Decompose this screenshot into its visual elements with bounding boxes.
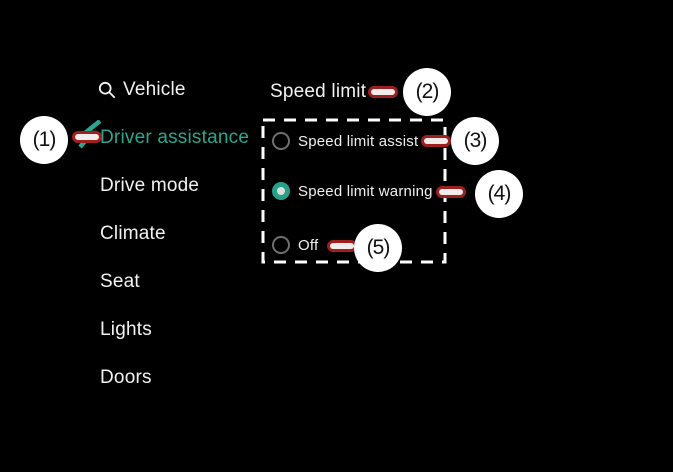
option-label: Off — [298, 236, 319, 254]
option-label: Speed limit assist — [298, 132, 419, 150]
sidebar-item-vehicle[interactable]: Vehicle — [98, 78, 186, 102]
sidebar-item-driver-assistance[interactable]: Driver assistance — [100, 127, 250, 148]
annotation-callout-2: (2) — [403, 68, 451, 116]
radio-speed-limit-warning[interactable] — [272, 182, 290, 200]
sidebar-item-climate[interactable]: Climate — [100, 223, 166, 244]
radio-speed-limit-assist[interactable] — [272, 132, 290, 150]
radio-off[interactable] — [272, 236, 290, 254]
annotation-marker-5 — [327, 240, 357, 252]
option-off[interactable]: Off — [272, 236, 318, 254]
annotation-marker-1 — [72, 131, 102, 143]
option-label: Speed limit warning — [298, 182, 433, 200]
sidebar-item-seat[interactable]: Seat — [100, 271, 140, 292]
sidebar-item-drive-mode[interactable]: Drive mode — [100, 175, 200, 196]
annotation-callout-4: (4) — [475, 170, 523, 218]
annotation-callout-1: (1) — [20, 116, 68, 164]
annotation-callout-3: (3) — [451, 117, 499, 165]
option-speed-limit-warning[interactable]: Speed limit warning — [272, 182, 433, 200]
page-title: Speed limit — [270, 81, 367, 102]
option-speed-limit-assist[interactable]: Speed limit assist — [272, 132, 418, 150]
annotation-marker-2 — [368, 86, 398, 98]
sidebar-item-doors[interactable]: Doors — [100, 367, 152, 388]
search-icon — [98, 81, 116, 99]
sidebar-item-label: Vehicle — [123, 79, 186, 100]
annotation-marker-3 — [421, 135, 451, 147]
speed-limit-option-group: Speed limit assist Speed limit warning O… — [263, 120, 445, 262]
annotation-marker-4 — [436, 186, 466, 198]
sidebar-item-lights[interactable]: Lights — [100, 319, 152, 340]
annotation-callout-5: (5) — [354, 224, 402, 272]
